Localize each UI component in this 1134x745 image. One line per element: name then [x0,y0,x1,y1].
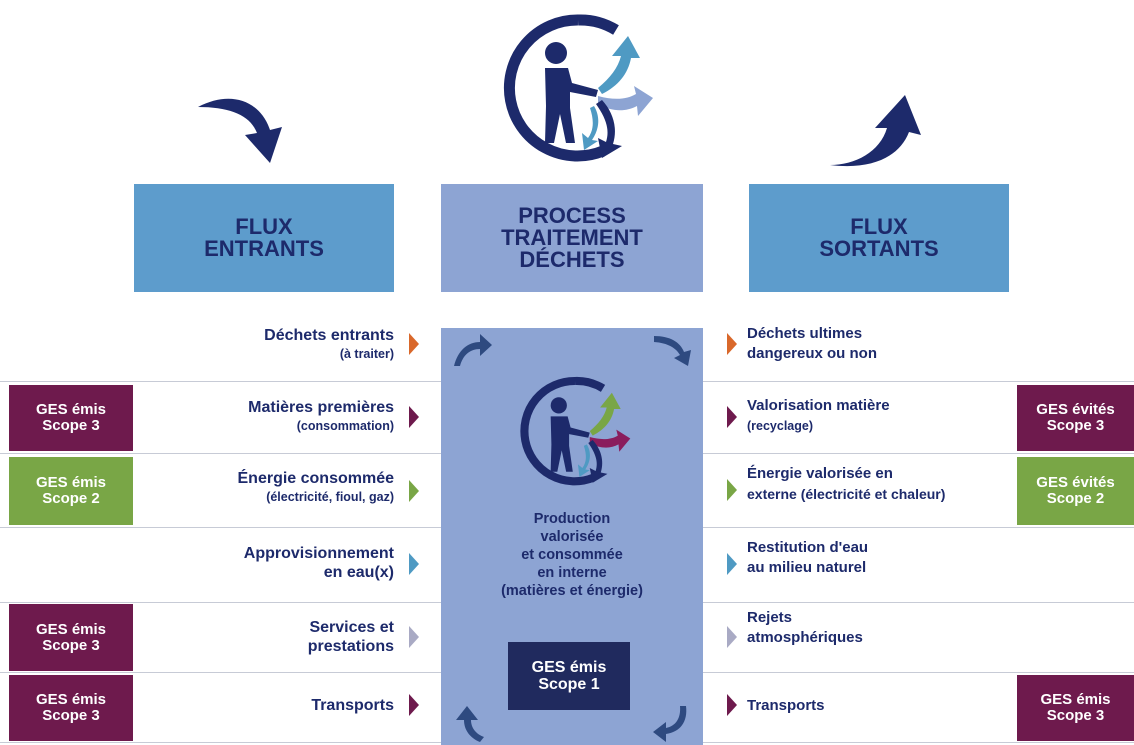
output-sublabel: atmosphériques [747,629,863,646]
header-flux-sortants: FLUX SORTANTS [749,184,1009,292]
center-production-text: Production valorisée et consommée en int… [441,510,703,600]
center-text-line: en interne [537,565,607,581]
input-label: Déchets entrants [264,327,394,344]
input-arrow-icon [409,694,419,716]
ges-badge-line1: GES émis [35,401,107,418]
header-flux-entrants-label: FLUX ENTRANTS [204,214,324,261]
output-label: Déchets ultimes [747,325,863,342]
ges-badge-line2: Scope 3 [42,417,100,434]
ges-badge-line2: Scope 2 [1046,490,1105,507]
ges-badge-line1: GES évités [1036,401,1115,418]
ges-badge-line1: GES émis [35,620,107,638]
outgoing-arrow-icon [830,95,921,167]
output-arrow-icon [727,333,737,355]
header-process-label: PROCESS TRAITEMENT DÉCHETS [501,203,643,272]
output-transports: Transports [747,696,825,716]
output-sublabel: dangereux ou non [747,345,878,362]
center-text-line: (matières et énergie) [501,583,643,599]
center-text-line: et consommée [521,547,623,563]
input-label: Transports [311,697,394,714]
output-label: Rejets [747,609,793,626]
circulation-arrow-icon [454,334,492,366]
output-label: Valorisation matière [747,397,890,414]
input-energie-consommee: Énergie consommée (électricité, fioul, g… [238,469,395,507]
circulation-arrow-icon [456,706,484,742]
input-sublabel: prestations [307,638,394,655]
ges-badge-line2: Scope 3 [1046,707,1105,724]
ges-scope1-badge: GES émis Scope 1 [508,642,630,710]
input-arrow-icon [409,480,419,502]
ges-badge-line1: GES évités [1036,474,1115,491]
ges-badge-line1: GES émis [35,474,107,491]
output-arrow-icon [727,626,737,648]
center-text-line: valorisée [540,529,604,545]
input-label: Approvisionnement [243,545,394,562]
ges-badge-left: GES émis Scope 3 [9,675,133,741]
output-valorisation-matiere: Valorisation matière (recyclage) [747,396,890,436]
input-approvisionnement-eau: Approvisionnement en eau(x) [244,544,394,582]
circulation-arrow-icon [653,706,687,742]
ges-badge-line1: GES émis [1040,691,1111,708]
ges-badge-right: GES évités Scope 2 [1017,457,1134,525]
output-arrow-icon [727,479,737,501]
header-process: PROCESS TRAITEMENT DÉCHETS [441,184,703,292]
input-arrow-icon [409,553,419,575]
output-sublabel: (recyclage) [747,419,814,433]
input-matieres-premieres: Matières premières (consommation) [248,398,394,436]
ges-badge-line2: Scope 3 [42,636,100,654]
input-arrow-icon [409,626,419,648]
center-text-line: Production [533,511,611,527]
ges-badge-left: GES émis Scope 2 [9,457,133,525]
ges-scope1-line1: GES émis [531,659,607,676]
incoming-arrow-icon [198,98,282,163]
output-arrow-icon [727,553,737,575]
input-arrow-icon [409,406,419,428]
waste-treatment-small-logo-icon [520,376,631,486]
input-sublabel: (consommation) [296,419,394,433]
input-sublabel: en eau(x) [323,564,394,581]
ges-badge-line2: Scope 2 [42,490,100,507]
output-sublabel: au milieu naturel [747,559,867,576]
input-label: Services et [309,619,394,636]
output-dechets-ultimes: Déchets ultimes dangereux ou non [747,324,877,364]
output-sublabel: externe (électricité et chaleur) [747,486,946,502]
waste-treatment-logo-icon [503,14,653,162]
output-arrow-icon [727,406,737,428]
ges-badge-line2: Scope 3 [42,707,100,724]
output-arrow-icon [727,694,737,716]
output-label: Énergie valorisée en [747,465,893,482]
ges-badge-right: GES évités Scope 3 [1017,385,1134,451]
circulation-arrow-icon [654,336,691,366]
header-flux-entrants: FLUX ENTRANTS [134,184,394,292]
input-sublabel: (à traiter) [339,347,394,361]
input-dechets-entrants: Déchets entrants (à traiter) [264,326,394,364]
header-flux-sortants-label: FLUX SORTANTS [819,214,939,261]
input-transports: Transports [311,696,394,715]
output-energie-valorisee: Énergie valorisée en externe (électricit… [747,464,945,504]
ges-badge-right: GES émis Scope 3 [1017,675,1134,741]
ges-badge-left: GES émis Scope 3 [9,604,133,671]
input-services-prestations: Services et prestations [308,618,394,656]
input-sublabel: (électricité, fioul, gaz) [266,490,394,504]
ges-badge-line1: GES émis [35,691,107,708]
output-rejets-atmospheriques: Rejets atmosphériques [747,608,863,648]
input-label: Matières premières [248,399,394,416]
ges-scope1-line2: Scope 1 [538,676,600,693]
input-label: Énergie consommée [237,470,395,487]
output-label: Restitution d'eau [747,539,869,556]
output-label: Transports [747,697,825,714]
output-restitution-eau: Restitution d'eau au milieu naturel [747,538,868,578]
ges-badge-left: GES émis Scope 3 [9,385,133,451]
ges-badge-line2: Scope 3 [1046,417,1105,434]
input-arrow-icon [409,333,419,355]
